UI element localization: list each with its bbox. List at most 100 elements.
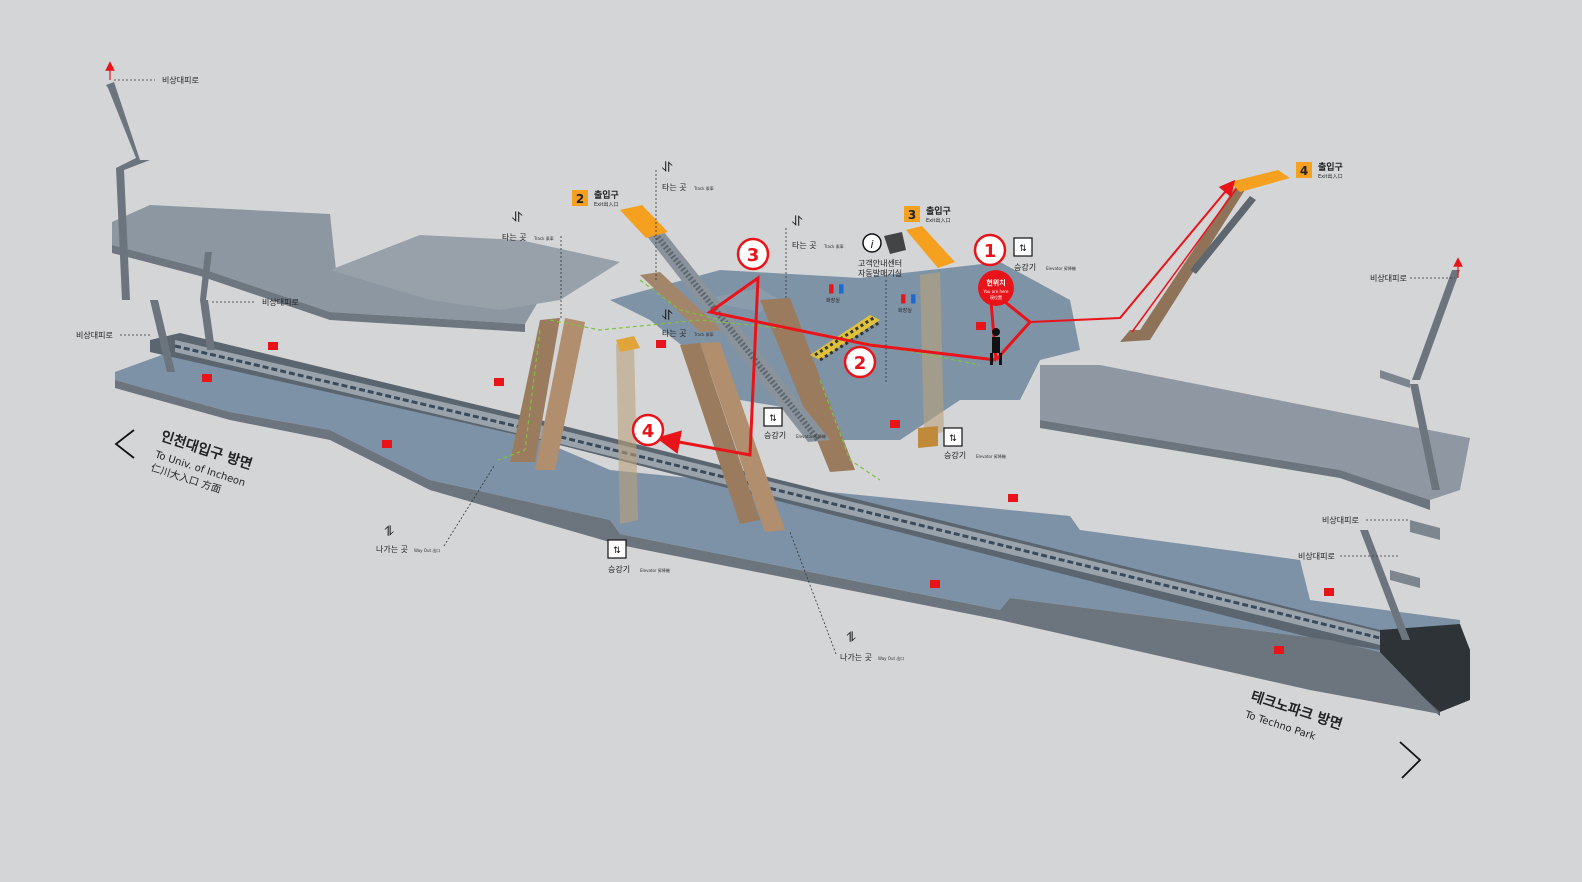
svg-text:⇅: ⇅ [949,434,957,444]
direction-left: 인천대입구 방면 To Univ. of Incheon 仁川大入口 方面 [114,428,254,496]
boarding-label-4: ⥯ 타는 곳 Track 乘車 [662,308,714,338]
svg-text:2: 2 [576,192,584,206]
svg-text:3: 3 [908,208,916,222]
elevator-icon [763,407,783,427]
svg-text:▮: ▮ [910,291,917,305]
svg-text:나가는 곳: 나가는 곳 [840,653,872,662]
emergency-label-5: 비상대피로 [1322,515,1359,525]
exit4-route [1029,179,1236,323]
elevator-icon [1013,237,1033,257]
concourse-left-wing [112,205,620,332]
emergency-label-1: 비상대피로 [162,75,199,85]
svg-text:Exit出入口: Exit出入口 [1318,173,1342,180]
svg-text:출입구: 출입구 [594,189,619,201]
svg-text:고객안내센터: 고객안내센터 [858,258,902,268]
svg-text:나가는 곳: 나가는 곳 [376,545,408,554]
boarding-label-2: ⥯ 타는 곳 Track 乘車 [655,160,714,280]
svg-text:i: i [870,238,873,251]
escalator-icon: ⥮ [846,630,856,646]
svg-text:타는 곳: 타는 곳 [662,183,687,192]
emergency-label-4: 비상대피로 [1370,273,1407,283]
person-icon [992,328,1000,336]
emergency-label-6: 비상대피로 [1298,551,1335,561]
svg-text:출입구: 출입구 [1318,161,1343,173]
route-step-1: 1 [973,233,1007,267]
svg-text:⇅: ⇅ [613,546,621,556]
concourse-right-wing [1040,365,1470,510]
info-center-label: i 고객안내센터 자동발매기실 [858,232,906,382]
exit-way-label-2: ⥮ 나가는 곳 Way Out 出口 [789,531,904,662]
svg-text:승강기: 승강기 [764,430,786,440]
svg-text:Track 乘車: Track 乘車 [823,243,844,249]
you-are-here-en: You are here [983,289,1009,294]
svg-text:화장실: 화장실 [898,307,912,314]
svg-text:Elevator 昇降機: Elevator 昇降機 [976,453,1006,459]
escalator-icon: ⥯ [792,214,802,230]
exit-canopies [620,170,1290,268]
emergency-sign-icons [202,322,1334,654]
svg-text:자동발매기실: 자동발매기실 [858,268,902,278]
svg-text:타는 곳: 타는 곳 [662,329,687,338]
svg-text:Track 乘車: Track 乘車 [693,331,714,337]
svg-text:출입구: 출입구 [926,205,951,217]
svg-text:3: 3 [747,245,760,266]
emergency-label-2: 비상대피로 [262,297,299,307]
boarding-label-1: ⥯ 타는 곳 Track 乘車 [502,210,562,320]
you-are-here-label: 현위치 [986,278,1005,287]
escalator-icon: ⥯ [662,160,672,176]
svg-text:4: 4 [642,421,655,442]
svg-text:Track 乘車: Track 乘車 [693,185,714,191]
route-steps: 1 2 3 4 [631,233,1007,447]
svg-text:승강기: 승강기 [608,564,630,574]
svg-text:Elevator 昇降機: Elevator 昇降機 [796,433,826,439]
svg-text:승강기: 승강기 [944,450,966,460]
elevator-icon [943,427,963,447]
restroom-label-2: ▮ ▮ 화장실 [898,291,917,314]
restroom-label-1: ▮ ▮ 화장실 [826,281,845,304]
green-wayfinding [497,279,981,481]
concourse-main-hall [610,262,1080,440]
svg-text:Way Out 出口: Way Out 出口 [414,547,440,553]
svg-text:⇅: ⇅ [769,414,777,424]
svg-text:승강기: 승강기 [1014,262,1036,272]
svg-text:1: 1 [984,241,997,262]
elevator-label-4: ⇅ 승강기 Elevator 昇降機 [607,539,670,574]
you-are-here-hanja: 現位置 [990,294,1002,300]
elevator-icon [607,539,627,559]
route-step-4: 4 [631,413,665,447]
emergency-stairs-right [1360,270,1460,640]
emergency-labels: 비상대피로 비상대피로 비상대피로 비상대피로 비상대피로 비상대피로 [76,61,1463,561]
svg-text:Elevator 昇降機: Elevator 昇降機 [1046,265,1076,271]
exit-4-label: 4 출입구 Exit出入口 [1296,161,1343,180]
exit-2-label: 2 출입구 Exit出入口 [572,189,619,208]
svg-text:Elevator 昇降機: Elevator 昇降機 [640,567,670,573]
svg-text:Way Out 出口: Way Out 出口 [878,655,904,661]
escalator-icon: ⥯ [512,210,522,226]
escalator-icon: ⥮ [384,524,394,540]
svg-text:Track 乘車: Track 乘車 [533,235,554,241]
svg-text:타는 곳: 타는 곳 [502,233,527,242]
exit-way-label-1: ⥮ 나가는 곳 Way Out 出口 [376,465,495,554]
svg-text:Exit出入口: Exit出入口 [594,201,618,208]
svg-text:타는 곳: 타는 곳 [792,241,817,250]
route-step-2: 2 [843,345,877,379]
elevator-label-3: ⇅ 승강기 Elevator 昇降機 [943,427,1006,460]
emergency-label-3: 비상대피로 [76,330,113,340]
ticket-gates [810,315,881,362]
svg-text:2: 2 [854,353,867,374]
route-step-3: 3 [736,237,770,271]
restroom-icon: ▮ [900,291,907,305]
svg-text:화장실: 화장실 [826,297,840,304]
restroom-icon: ▮ [828,281,835,295]
escalators [510,180,1256,532]
elevator-label-2: ⇅ 승강기 Elevator 昇降機 [763,407,826,440]
platform-level [115,333,1470,716]
emergency-stairs-left [106,82,215,372]
svg-text:Exit出入口: Exit出入口 [926,217,950,224]
elevator-label-1: ⇅ 승강기 Elevator 昇降機 [1013,237,1076,272]
escalator-icon: ⥯ [662,308,672,324]
elevator-shafts [616,272,944,524]
route-path [656,275,1033,457]
